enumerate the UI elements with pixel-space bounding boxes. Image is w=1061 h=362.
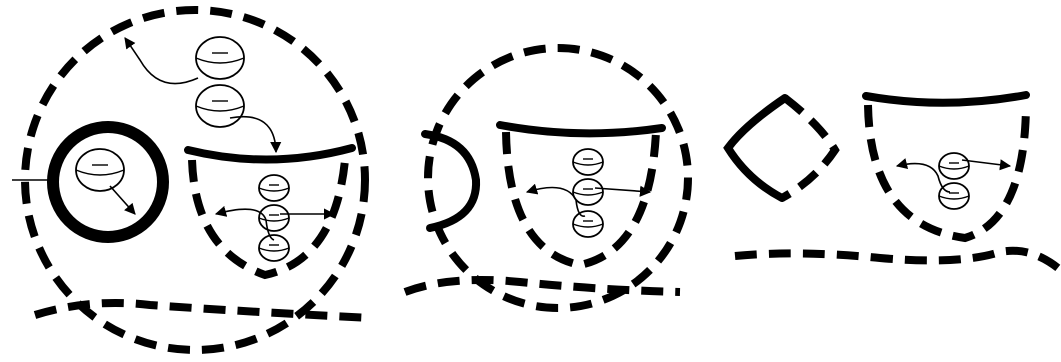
diamond-loop-solid bbox=[728, 98, 785, 198]
bowl-rim bbox=[188, 148, 352, 160]
wavy-dashed-line bbox=[735, 251, 1058, 268]
second-ball bbox=[196, 85, 244, 127]
bowl-ball-2 bbox=[939, 183, 969, 209]
bowl-rim bbox=[866, 95, 1026, 103]
panel-1 bbox=[12, 10, 372, 350]
ring-ball-arrow bbox=[110, 186, 135, 214]
bowl-ball-2 bbox=[573, 179, 603, 205]
bowl-ball-3 bbox=[573, 211, 603, 237]
bowl-ball-1 bbox=[939, 153, 969, 179]
panel-2 bbox=[405, 48, 688, 308]
bowl-ball-2 bbox=[259, 205, 289, 231]
ring-ball bbox=[76, 149, 124, 191]
escape-arrow bbox=[125, 38, 198, 84]
bowl-ball-1 bbox=[573, 149, 603, 175]
bowl-ball-3 bbox=[259, 235, 289, 261]
diamond-loop-dashed bbox=[782, 98, 835, 198]
bowl-ball-1 bbox=[259, 175, 289, 201]
top-ball bbox=[196, 37, 244, 79]
bowl-rim bbox=[500, 125, 662, 133]
solid-bracket bbox=[425, 134, 476, 228]
panel-3 bbox=[728, 95, 1058, 268]
